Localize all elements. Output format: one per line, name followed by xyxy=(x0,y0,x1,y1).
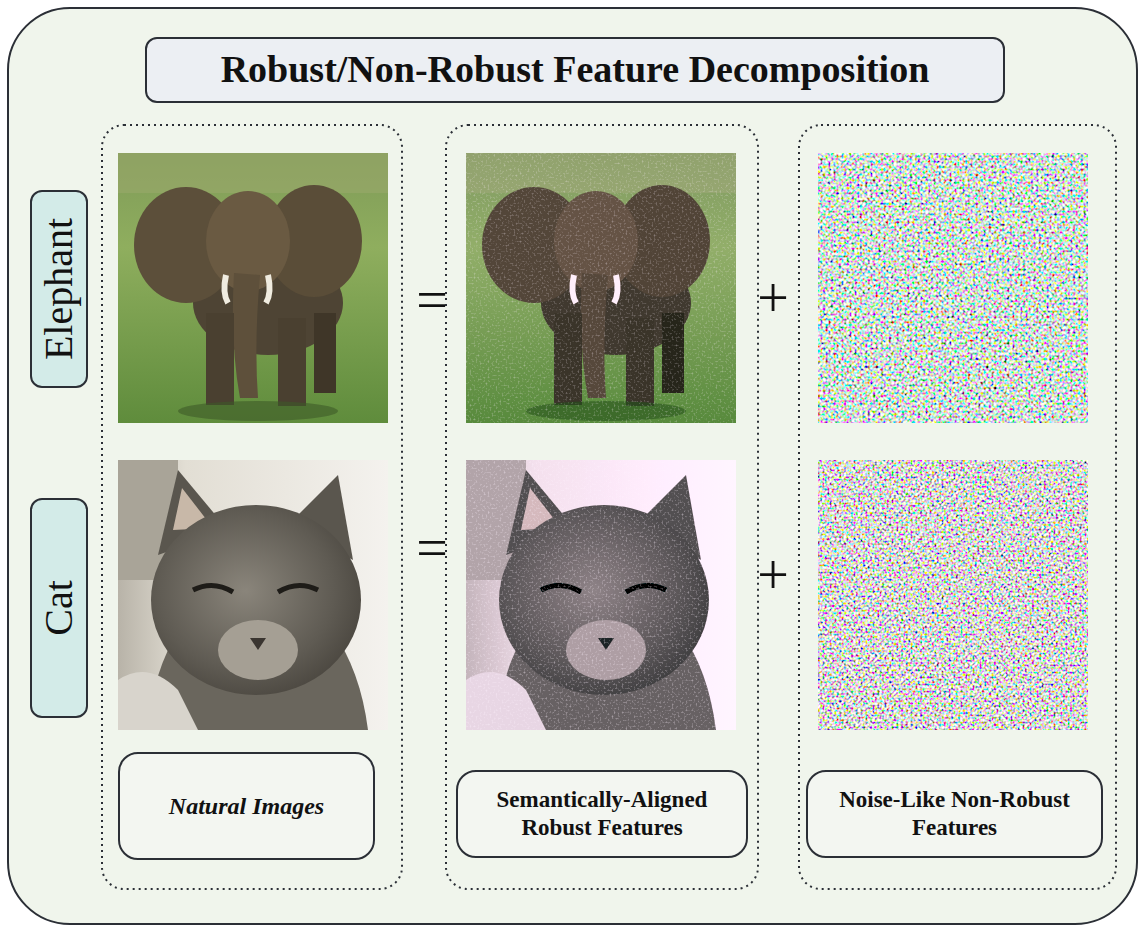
box-text: Semantically-Aligned Robust Features xyxy=(470,786,734,841)
elephant-noise-features xyxy=(818,153,1088,423)
cat-noise-features xyxy=(818,460,1088,730)
box-text: Robust/Non-Robust Feature Decomposition xyxy=(221,47,930,93)
box-text: Noise-Like Non-Robust Features xyxy=(820,786,1089,841)
row-label: Cat xyxy=(30,498,88,718)
row-label: Elephant xyxy=(30,190,88,388)
column-label: Noise-Like Non-Robust Features xyxy=(806,770,1103,858)
column-label: Semantically-Aligned Robust Features xyxy=(456,770,748,858)
row-label-text: Elephant xyxy=(35,218,83,360)
operator-sign: + xyxy=(757,547,789,603)
cat-robust-features xyxy=(466,460,736,730)
box-text: Natural Images xyxy=(169,792,324,821)
operator-sign: = xyxy=(416,272,448,328)
elephant-robust-features xyxy=(466,153,736,423)
dotted-column xyxy=(799,125,1116,889)
row-label-text: Cat xyxy=(35,580,83,636)
outer-panel xyxy=(8,8,1137,924)
dotted-column xyxy=(446,125,758,889)
cat-photo xyxy=(118,460,388,730)
operator-sign: + xyxy=(757,270,789,326)
title-box: Robust/Non-Robust Feature Decomposition xyxy=(145,37,1005,103)
elephant-photo xyxy=(118,153,388,423)
dotted-column xyxy=(102,125,402,889)
column-label: Natural Images xyxy=(118,752,375,860)
operator-sign: = xyxy=(416,520,448,576)
